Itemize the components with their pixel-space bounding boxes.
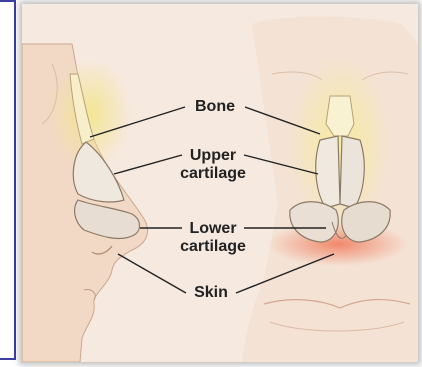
bone-shape-right — [326, 96, 354, 136]
label-lower-cartilage: Lower cartilage — [180, 220, 246, 256]
label-lower-line2: cartilage — [180, 238, 246, 256]
label-upper-line2: cartilage — [180, 165, 246, 183]
label-skin: Skin — [186, 284, 236, 302]
label-upper-cartilage: Upper cartilage — [180, 147, 246, 183]
label-lower-line1: Lower — [180, 220, 246, 238]
left-panel-border — [0, 0, 16, 360]
image-frame: Bone Upper cartilage Lower cartilage Ski… — [22, 4, 418, 362]
nose-anatomy-illustration — [22, 4, 418, 362]
label-bone: Bone — [186, 98, 244, 116]
label-upper-line1: Upper — [180, 147, 246, 165]
